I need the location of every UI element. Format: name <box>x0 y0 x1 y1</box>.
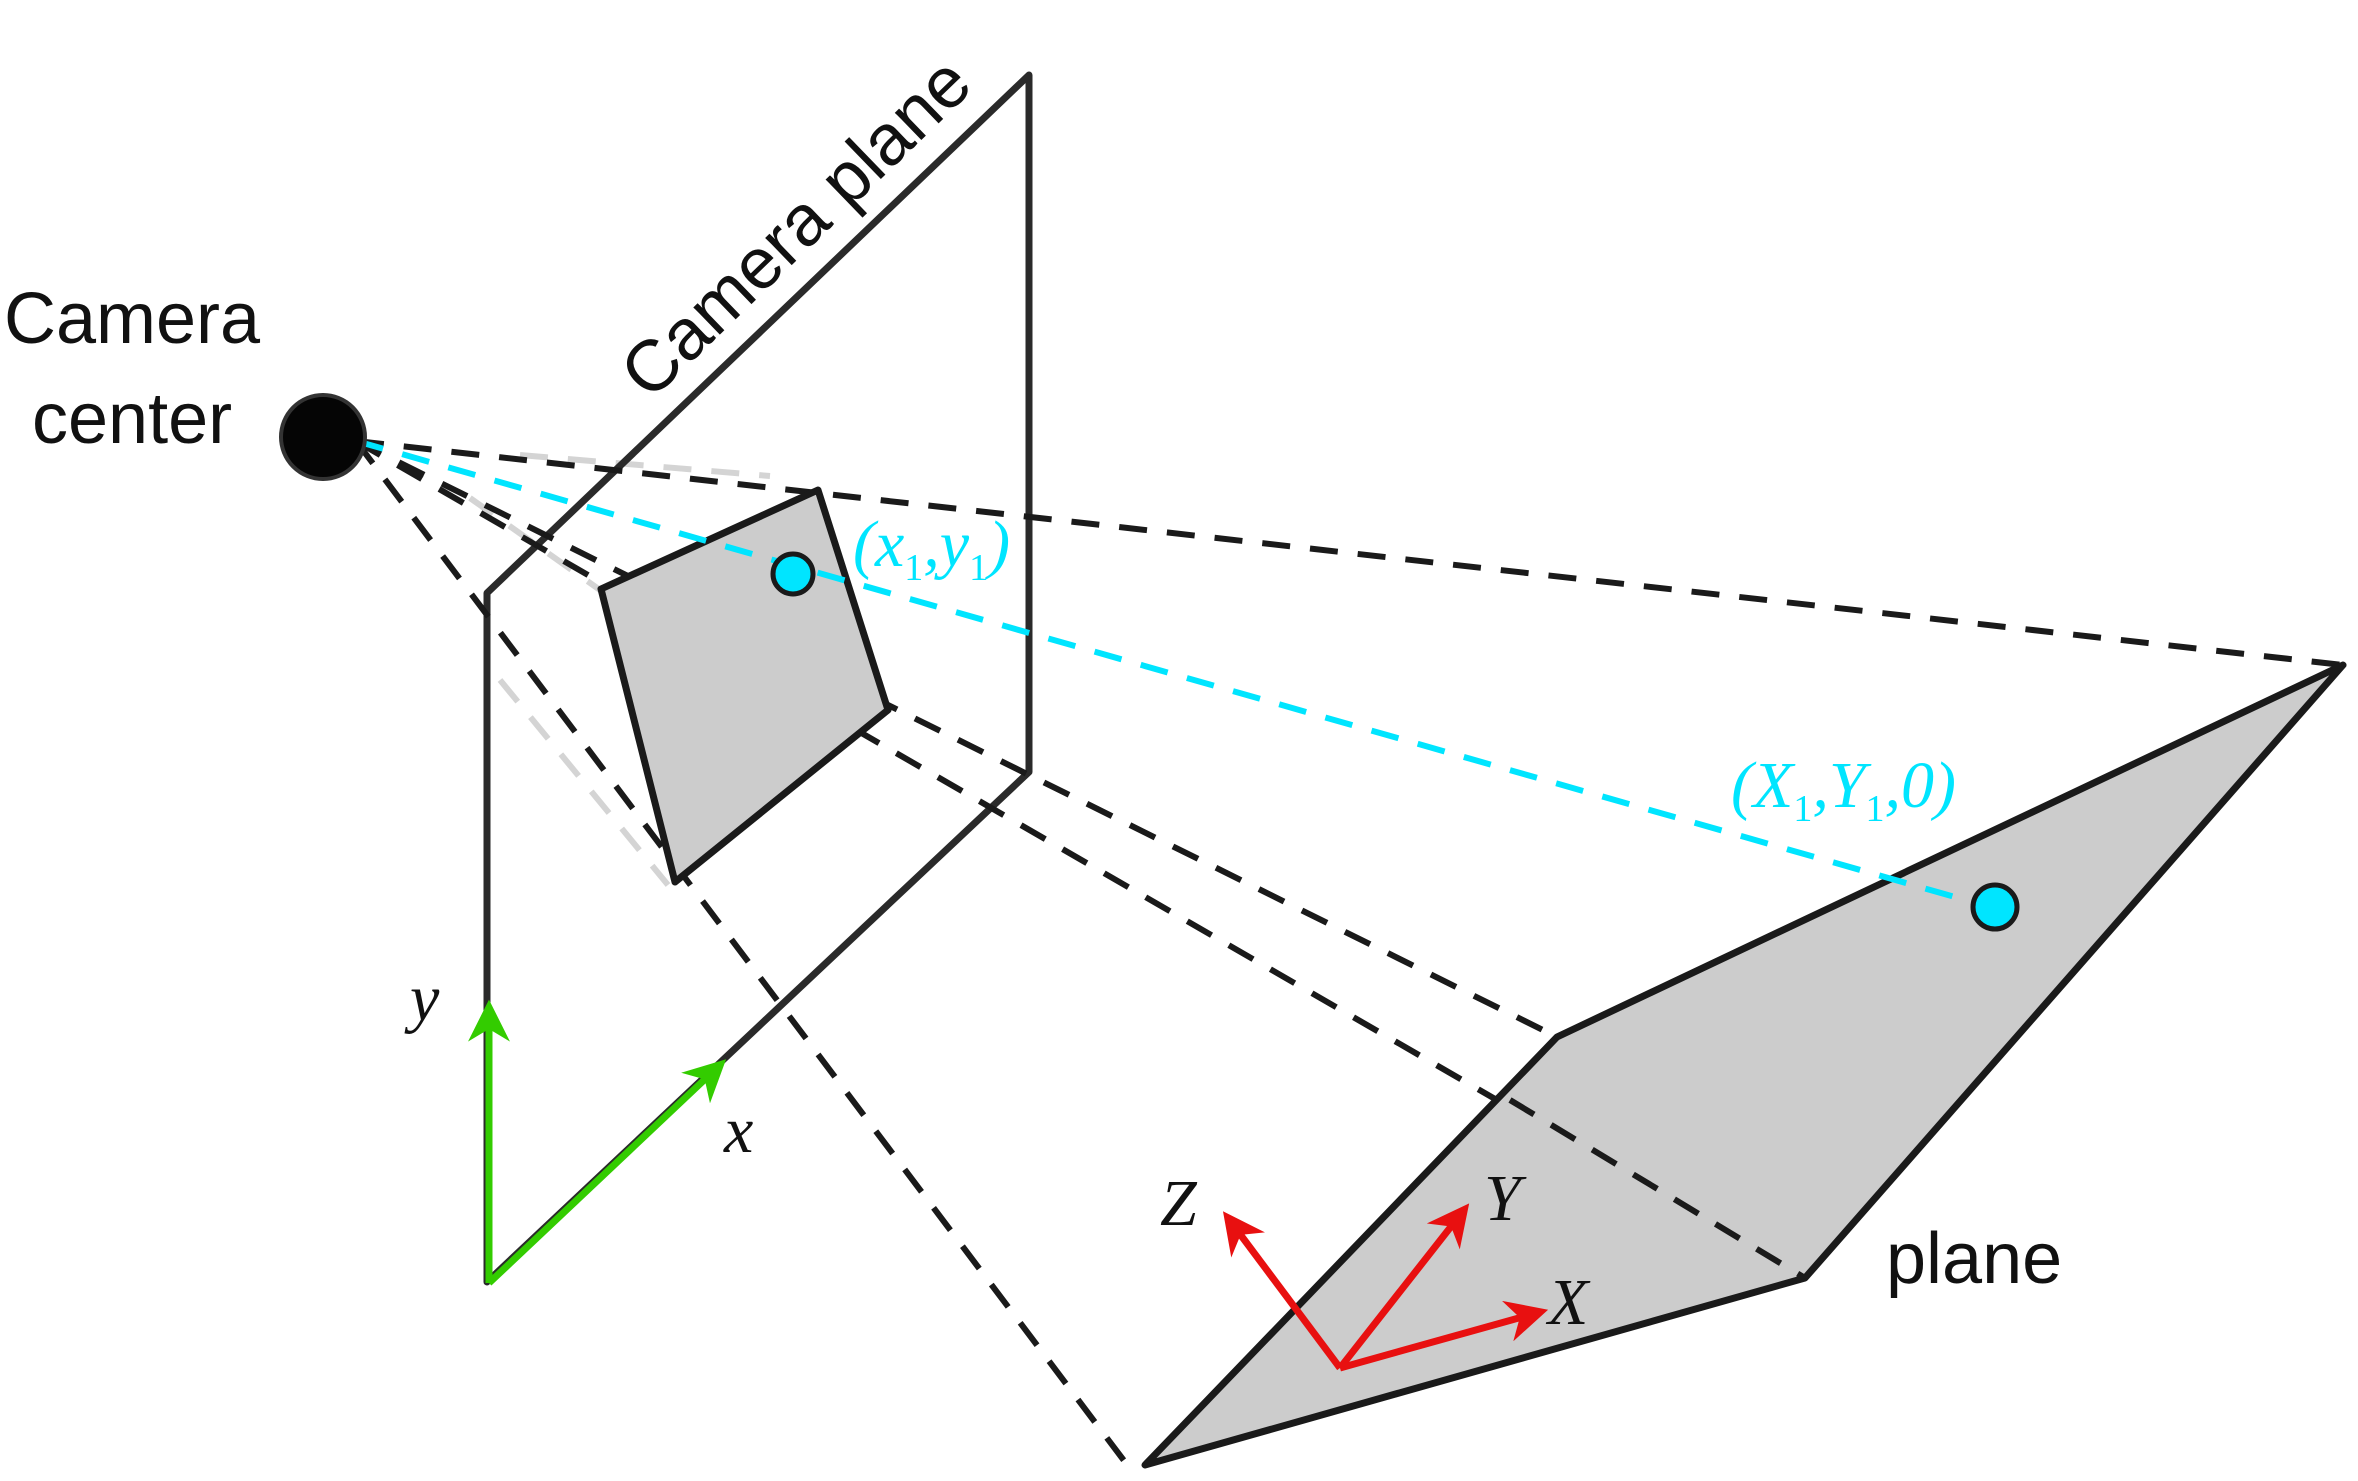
camera-plane-label: Camera plane <box>606 42 987 414</box>
world-y-label: Y <box>1484 1162 1527 1235</box>
image-patch <box>597 486 892 886</box>
world-y-axis <box>1337 1203 1470 1371</box>
world-z-label: Z <box>1160 1167 1198 1240</box>
image-point-label: (x1,y1) <box>853 508 1010 589</box>
camera-center-label: Camera center <box>4 279 280 459</box>
world-point <box>1970 882 2020 932</box>
camera-x-axis <box>486 1059 727 1286</box>
camera-axes <box>468 999 727 1286</box>
world-z-axis <box>1222 1211 1343 1371</box>
image-point <box>770 551 816 597</box>
cyan-projection-ray <box>355 438 1991 910</box>
world-x-label: X <box>1545 1266 1591 1339</box>
camera-center-point <box>279 393 367 481</box>
world-point-label: (X1,Y1,0) <box>1731 749 1956 830</box>
world-x-axis <box>1339 1300 1549 1372</box>
world-axes <box>1222 1203 1549 1372</box>
plane-label: plane <box>1886 1219 2062 1299</box>
hidden-rays <box>468 452 771 887</box>
camera-x-label: x <box>723 1094 753 1167</box>
projection-rays-over-plane <box>1508 1097 1807 1281</box>
camera-y-label: y <box>404 962 440 1035</box>
